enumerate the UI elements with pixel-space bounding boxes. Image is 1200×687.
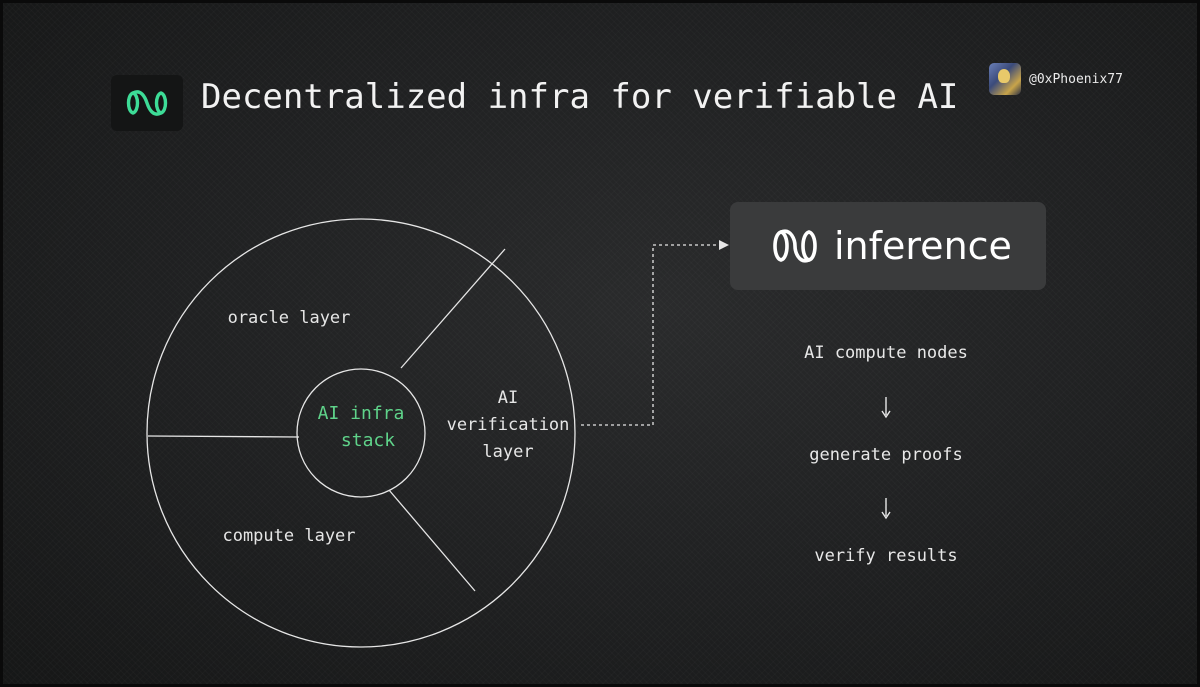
arrow-down-icon (881, 397, 891, 419)
inference-logo-icon (773, 229, 817, 263)
center-label-line1: AI infra (318, 403, 405, 424)
flow-step-compute-nodes: AI compute nodes (804, 343, 968, 363)
flow-step-verify-results: verify results (814, 546, 958, 566)
arrow-down-icon (881, 498, 891, 520)
inference-brand-card: inference (730, 202, 1046, 290)
verification-layer-label-line1: AI (498, 388, 518, 408)
compute-layer-label: compute layer (222, 526, 355, 546)
infra-stack-diagram: oracle layer compute layer AI verificati… (146, 218, 729, 648)
page-title: Decentralized infra for verifiable AI (201, 77, 959, 117)
divider-line-top (400, 248, 506, 369)
header-logo (111, 75, 183, 131)
outer-circle (146, 218, 576, 648)
brand-name: inference (834, 224, 1012, 268)
author-handle: @0xPhoenix77 (1029, 71, 1123, 87)
avatar (989, 63, 1021, 95)
flow-step-generate-proofs: generate proofs (809, 445, 963, 465)
divider-line-left (147, 435, 300, 438)
inner-circle (296, 368, 426, 498)
verification-layer-label-line2: verification (447, 415, 570, 435)
connector-dashed-arrow (581, 244, 719, 426)
oracle-layer-label: oracle layer (228, 308, 351, 328)
infinity-wave-logo-icon (126, 90, 168, 116)
verification-layer-label-line3: layer (482, 442, 533, 462)
connector-arrowhead (719, 240, 729, 250)
author-credit: @0xPhoenix77 (989, 63, 1123, 95)
center-label-line2: stack (341, 430, 395, 451)
divider-line-bottom (388, 489, 476, 592)
